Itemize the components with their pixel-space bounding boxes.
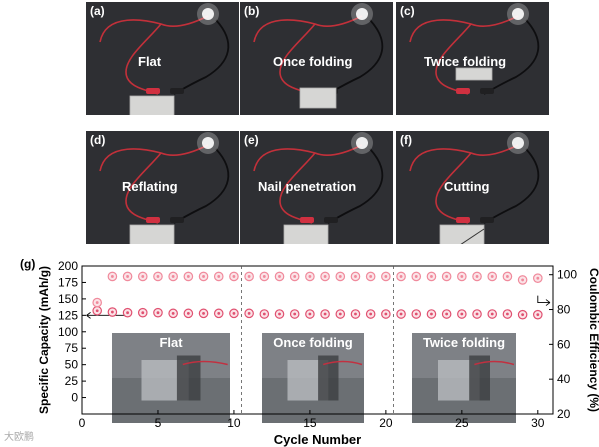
photo-panel-a: (a) Flat [86,2,239,115]
panel-label-c: (c) [400,4,415,18]
y-tick-label: 75 [65,341,79,355]
panel-label-b: (b) [244,4,260,18]
y-tick-label: 200 [58,259,78,273]
watermark: 大欧鹏 [4,432,34,443]
capacity-efficiency-chart: (g) Flat Once folding Twice folding 0 5 10 15 20… [20,257,599,447]
inset-label-2: Once folding [273,335,353,350]
x-tick-label: 10 [227,416,241,430]
x-tick-label: 25 [455,416,469,430]
panel-caption-a: Flat [138,54,162,69]
y2-tick-label: 100 [557,268,577,282]
inset-label-3: Twice folding [423,335,505,350]
inset-photo-2 [262,333,364,423]
x-tick-label: 15 [303,416,317,430]
panel-label-a: (a) [90,4,105,18]
photo-panel-e: (e) Nail penetration [240,131,393,244]
photo-panel-f: (f) Cutting [396,131,549,244]
y-tick-label: 175 [58,275,78,289]
panel-caption-b: Once folding [273,54,353,69]
inset-photo-1 [112,333,230,423]
y-tick-label: 125 [58,308,78,322]
y-axis-label: Specific Capacity (mAh/g) [37,266,51,414]
y2-tick-label: 40 [557,372,571,386]
right-axis-arrow [537,295,551,306]
left-axis-arrow [86,311,125,319]
x-tick-label: 20 [379,416,393,430]
photo-panel-b: (b) Once folding [240,2,393,115]
y2-tick-label: 60 [557,337,571,351]
panel-label-e: (e) [244,133,259,147]
chart-panel-label: (g) [20,257,35,271]
x-tick-label: 30 [531,416,545,430]
y-tick-label: 50 [65,358,79,372]
y2-tick-label: 20 [557,407,571,421]
panel-caption-d: Reflating [122,179,178,194]
panel-caption-e: Nail penetration [258,179,357,194]
x-tick-label: 0 [79,416,86,430]
panel-label-f: (f) [400,133,412,147]
y2-axis-label: Coulombic Efficiency (%) [587,268,599,412]
y2-tick-label: 80 [557,303,571,317]
photo-panel-d: (d) Reflating [86,131,239,244]
x-tick-label: 5 [155,416,162,430]
panel-label-d: (d) [90,133,106,147]
panel-caption-c: Twice folding [424,54,507,69]
photo-panel-c: (c) Twice folding [396,2,549,115]
y-tick-label: 25 [65,374,79,388]
inset-label-1: Flat [159,335,183,350]
inset-photo-3 [412,333,516,423]
plot-frame [81,265,554,415]
panel-caption-f: Cutting [444,179,490,194]
y-tick-label: 0 [71,391,78,405]
y-tick-label: 100 [58,325,78,339]
y-tick-label: 150 [58,292,78,306]
x-axis-label: Cycle Number [274,432,361,447]
